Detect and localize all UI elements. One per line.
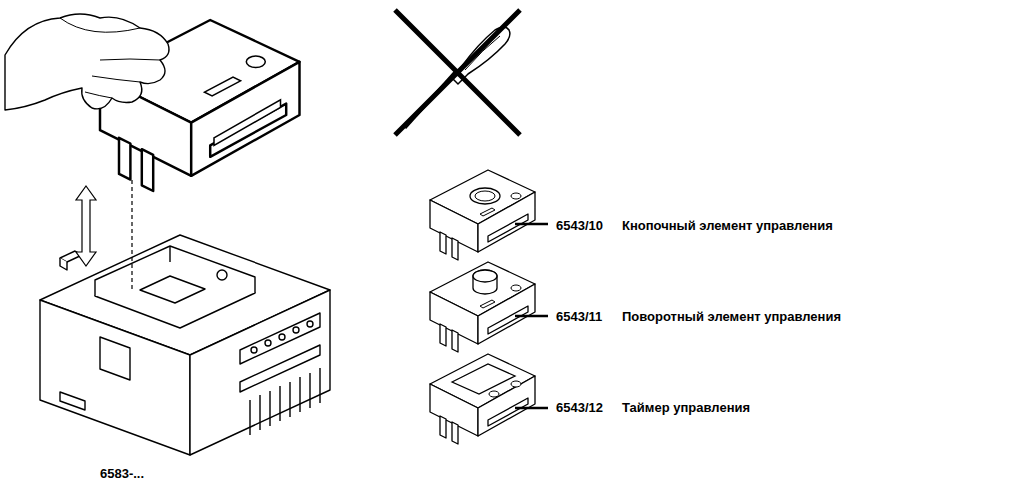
part-label: Кнопочный элемент управления xyxy=(622,218,833,234)
part-label: 6583-... xyxy=(100,466,144,482)
timer-module xyxy=(430,354,535,444)
leader-lines xyxy=(515,224,548,408)
part-label: Таймер управления xyxy=(622,400,750,416)
double-arrow xyxy=(76,186,96,266)
push-module xyxy=(430,170,535,260)
guide-line xyxy=(131,180,132,290)
screwdriver-symbol xyxy=(395,10,520,135)
rotary-module xyxy=(430,262,535,352)
base-device xyxy=(40,235,330,455)
part-number: 6543/11 xyxy=(556,309,602,325)
hand-lines xyxy=(60,18,160,98)
part-number: 6543/12 xyxy=(556,400,603,416)
hand xyxy=(5,14,169,110)
part-number: 6543/10 xyxy=(556,218,603,234)
part-label: Поворотный элемент управления xyxy=(622,309,841,325)
